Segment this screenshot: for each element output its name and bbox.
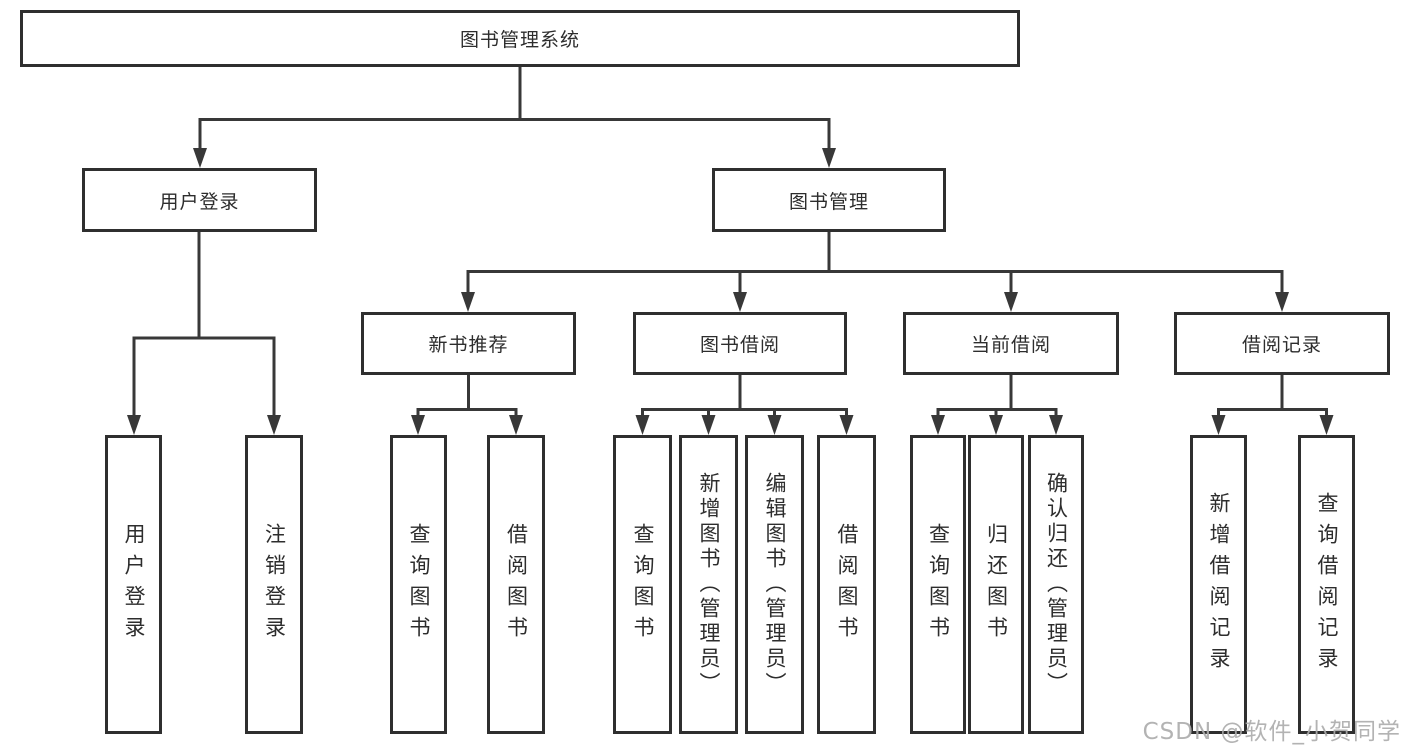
arrowhead-icon [701,415,716,435]
leaf-query-borrow-record-label: 查询借阅记录 [1315,491,1339,678]
arrowhead-icon [193,148,207,168]
connector-current-to-leaves [936,374,1058,420]
node-root-system: 图书管理系统 [20,10,1020,67]
connector-userlogin-to-leaves [132,232,276,419]
leaf-confirm-return-admin: 确认归还（管理员） [1028,435,1084,734]
leaf-query-books-current-label: 查询图书 [926,522,951,647]
node-user-login-group: 用户登录 [82,168,317,232]
connector-borrow-to-leaves [641,374,848,420]
arrowhead-icon [127,415,141,435]
node-current-borrow: 当前借阅 [903,312,1119,375]
leaf-borrow-books: 借阅图书 [817,435,876,734]
connector-newbook-to-leaves [416,374,518,420]
leaf-borrow-books-recommend: 借阅图书 [487,435,545,734]
leaf-user-login-label: 用户登录 [122,522,146,647]
arrowhead-icon [267,415,281,435]
arrowhead-icon [411,415,425,435]
arrowhead-icon [1004,292,1018,312]
leaf-user-login: 用户登录 [105,435,162,734]
csdn-watermark: CSDN @软件_小贺同学 [1142,719,1401,745]
leaf-edit-books-admin: 编辑图书（管理员） [745,435,804,734]
leaf-confirm-return-admin-label: 确认归还（管理员） [1044,472,1069,697]
leaf-borrow-books-recommend-label: 借阅图书 [504,522,529,647]
leaf-query-books-recommend: 查询图书 [390,435,447,734]
arrowhead-icon [767,415,782,435]
arrowhead-icon [1211,415,1226,435]
arrowhead-icon [733,292,747,312]
leaf-query-books-recommend-label: 查询图书 [407,522,431,647]
arrowhead-icon [635,415,650,435]
node-book-borrow: 图书借阅 [633,312,847,375]
leaf-query-books-borrow: 查询图书 [613,435,672,734]
arrowhead-icon [1319,415,1334,435]
node-book-management-label: 图书管理 [788,190,869,213]
node-book-management: 图书管理 [712,168,946,232]
node-user-login-group-label: 用户登录 [159,190,240,213]
leaf-query-borrow-record: 查询借阅记录 [1298,435,1355,734]
node-root-label: 图书管理系统 [459,29,580,51]
node-book-borrow-label: 图书借阅 [699,334,780,356]
leaf-add-borrow-record: 新增借阅记录 [1190,435,1247,734]
arrowhead-icon [931,415,945,435]
arrowhead-icon [509,415,523,435]
leaf-query-books-current: 查询图书 [910,435,966,734]
leaf-logout-label: 注销登录 [262,522,287,647]
node-current-borrow-label: 当前借阅 [970,334,1051,356]
leaf-borrow-books-label: 借阅图书 [835,522,859,647]
leaf-add-borrow-record-label: 新增借阅记录 [1207,491,1231,678]
arrowhead-icon [839,415,854,435]
node-borrow-records-label: 借阅记录 [1241,334,1322,356]
arrowhead-icon [1275,292,1289,312]
leaf-edit-books-admin-label: 编辑图书（管理员） [763,472,787,697]
arrowhead-icon [989,415,1003,435]
leaf-logout: 注销登录 [245,435,303,734]
connector-bookmgmt-to-level3 [466,232,1284,296]
arrowhead-icon [1049,415,1063,435]
leaf-return-books-label: 归还图书 [984,522,1009,647]
node-new-book-recommend: 新书推荐 [361,312,576,375]
leaf-add-books-admin-label: 新增图书（管理员） [697,472,721,697]
leaf-query-books-borrow-label: 查询图书 [631,522,655,647]
connector-records-to-leaves [1217,374,1328,420]
leaf-return-books: 归还图书 [968,435,1024,734]
node-borrow-records: 借阅记录 [1174,312,1390,375]
leaf-add-books-admin: 新增图书（管理员） [679,435,738,734]
arrowhead-icon [822,148,836,168]
node-new-book-recommend-label: 新书推荐 [428,334,509,356]
arrowhead-icon [461,292,475,312]
connector-root-to-level2 [198,67,831,152]
